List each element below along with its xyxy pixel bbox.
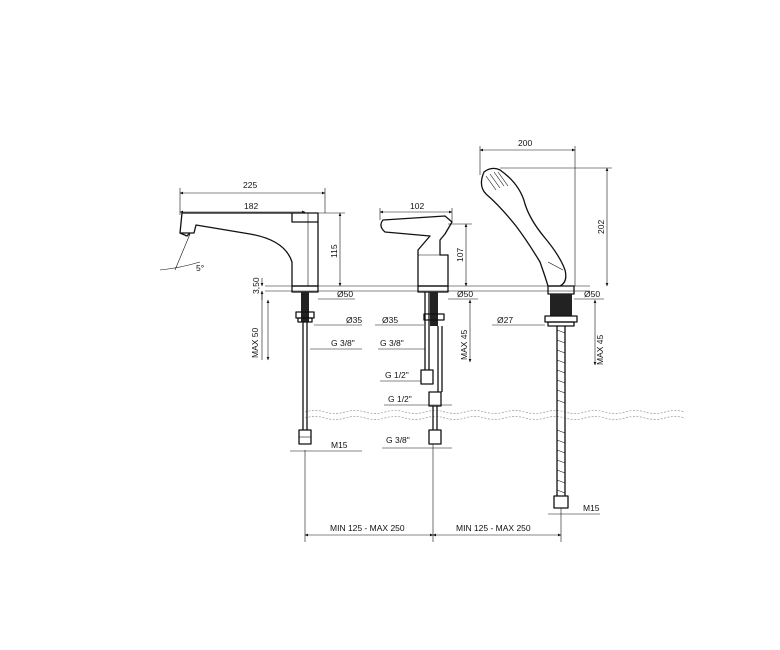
cut-line-bottom [304, 416, 686, 420]
shower-nut-dia-label: Ø27 [497, 315, 513, 325]
cut-line-top [304, 410, 686, 414]
mixer-inlet-1-label: G 1/2" [385, 370, 409, 380]
mixer-height-label: 107 [455, 248, 465, 262]
spout-reach-label: 182 [244, 201, 258, 211]
mixer-thread-label: G 3/8" [380, 338, 404, 348]
shower-max-deck-label: MAX 45 [595, 334, 605, 365]
shower-width-label: 200 [518, 138, 532, 148]
spacing-right-label: MIN 125 - MAX 250 [456, 523, 531, 533]
deck-gap-label: 3,50 [251, 277, 261, 294]
shower-base-dia-label: Ø50 [584, 289, 600, 299]
mixer [380, 215, 453, 445]
spout-angle-label: 5° [196, 263, 204, 273]
spout-hose-thread-label: M15 [331, 440, 348, 450]
mixer-width-label: 102 [410, 201, 424, 211]
mixer-base-dia-label: Ø50 [457, 289, 473, 299]
hand-shower [480, 167, 578, 509]
spout-nut-dia-label: Ø35 [346, 315, 362, 325]
spout-thread-label: G 3/8" [331, 338, 355, 348]
spout-total-label: 225 [243, 180, 257, 190]
spout-max-deck-label: MAX 50 [250, 327, 260, 358]
shower-height-label: 202 [596, 220, 606, 234]
spacing-left-label: MIN 125 - MAX 250 [330, 523, 405, 533]
mixer-outlet-label: G 3/8" [386, 435, 410, 445]
shower-hose-thread-label: M15 [583, 503, 600, 513]
spout-base-dia-label: Ø50 [337, 289, 353, 299]
mixer-max-deck-label: MAX 45 [459, 329, 469, 360]
spout-height-label: 115 [329, 244, 339, 258]
mixer-nut-dia-label: Ø35 [382, 315, 398, 325]
spout [179, 212, 319, 445]
mixer-inlet-2-label: G 1/2" [388, 394, 412, 404]
